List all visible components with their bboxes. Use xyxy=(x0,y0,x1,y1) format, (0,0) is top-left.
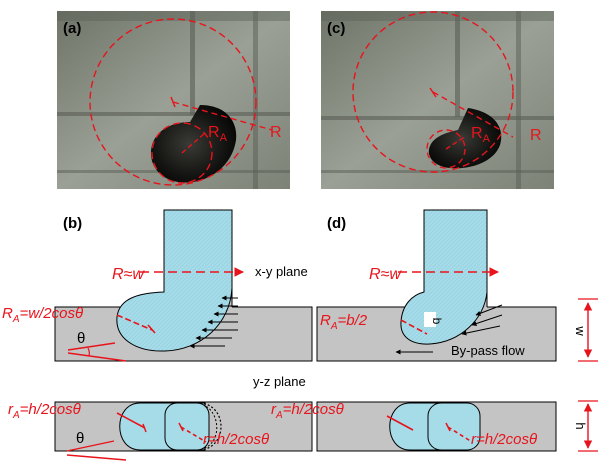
xy-schematic-b: (b) R≈w RA=w/2cosθ θ xyxy=(2,209,313,362)
panel-label-c: (c) xyxy=(327,20,345,37)
theta-b-xy: θ xyxy=(77,330,85,347)
yz-schematic-d: rA=h/2cosθ r=h/2cosθ h xyxy=(271,400,598,452)
panel-label-d: (d) xyxy=(327,215,346,232)
flow-arrows-b xyxy=(189,295,238,349)
xy-schematic-d: (d) R≈w RA=b/2 b By-pass flow w xyxy=(316,209,598,362)
radius-eq-d: R≈w xyxy=(369,266,402,283)
ra-eq-b-yz: rA=h/2cosθ xyxy=(8,401,81,421)
xy-plane-label: x-y plane xyxy=(255,264,308,279)
h-dimension-label: h xyxy=(573,422,588,429)
yz-schematic-b: rA=h/2cosθ r=h/2cosθ θ xyxy=(8,401,313,461)
b-label-d: b xyxy=(430,318,444,325)
ra-label-a: RA xyxy=(208,124,228,144)
photo-panel-a: (a) RA R xyxy=(57,11,290,189)
ra-eq-d-yz: rA=h/2cosθ xyxy=(271,401,344,421)
droplet-c xyxy=(428,108,502,169)
w-dimension-label: w xyxy=(573,325,588,336)
droplet-a xyxy=(150,105,237,183)
flow-arrows-d xyxy=(395,304,503,355)
ra-eq-b: RA=w/2cosθ xyxy=(2,305,83,325)
fluid-b-xy xyxy=(116,209,233,352)
panel-label-b: (b) xyxy=(63,215,82,232)
r-label-c: R xyxy=(530,127,542,144)
radius-eq-b: R≈w xyxy=(112,266,145,283)
r-label-a: R xyxy=(270,124,282,141)
bypass-label: By-pass flow xyxy=(451,343,525,358)
theta-b-yz: θ xyxy=(76,430,84,447)
ra-label-c: RA xyxy=(471,125,491,145)
yz-plane-label: y-z plane xyxy=(253,374,306,389)
r-eq-d-yz: r=h/2cosθ xyxy=(471,431,537,448)
photo-panel-c: (c) RA R xyxy=(321,11,554,189)
panel-label-a: (a) xyxy=(63,20,81,37)
r-eq-b-yz: r=h/2cosθ xyxy=(203,431,269,448)
ra-eq-d: RA=b/2 xyxy=(320,312,368,332)
